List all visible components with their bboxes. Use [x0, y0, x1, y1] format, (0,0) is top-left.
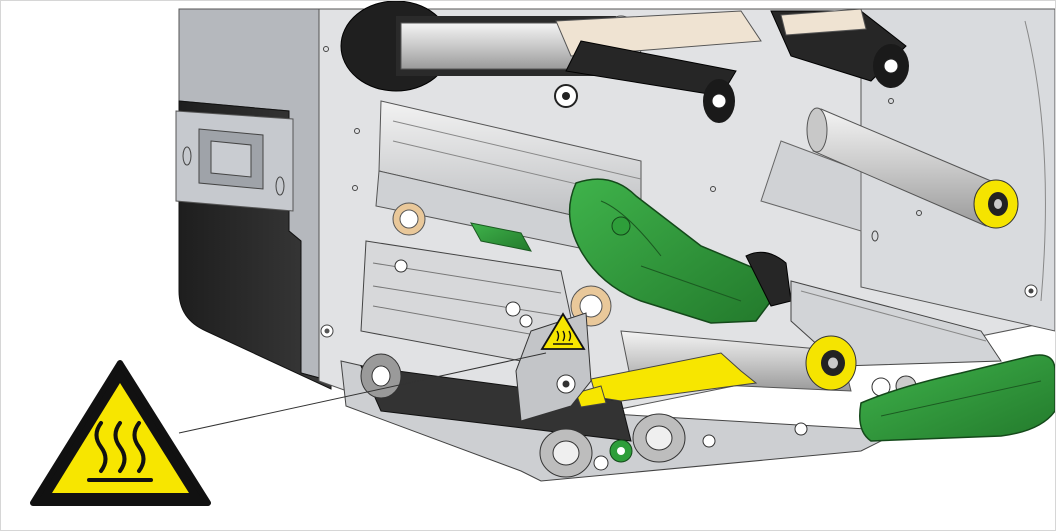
hot-surface-decal	[540, 312, 586, 350]
hot-surface-warning-icon	[30, 360, 211, 506]
peel-plate-lever	[859, 354, 1055, 442]
side-housing	[175, 8, 332, 390]
label-guide-roller	[806, 107, 1019, 229]
yellow-release-arm	[575, 352, 758, 408]
ribbon-rewind-spindle	[554, 8, 909, 123]
printhead-lever	[568, 178, 792, 324]
printhead-assembly	[360, 222, 612, 362]
leader-line	[178, 352, 547, 434]
